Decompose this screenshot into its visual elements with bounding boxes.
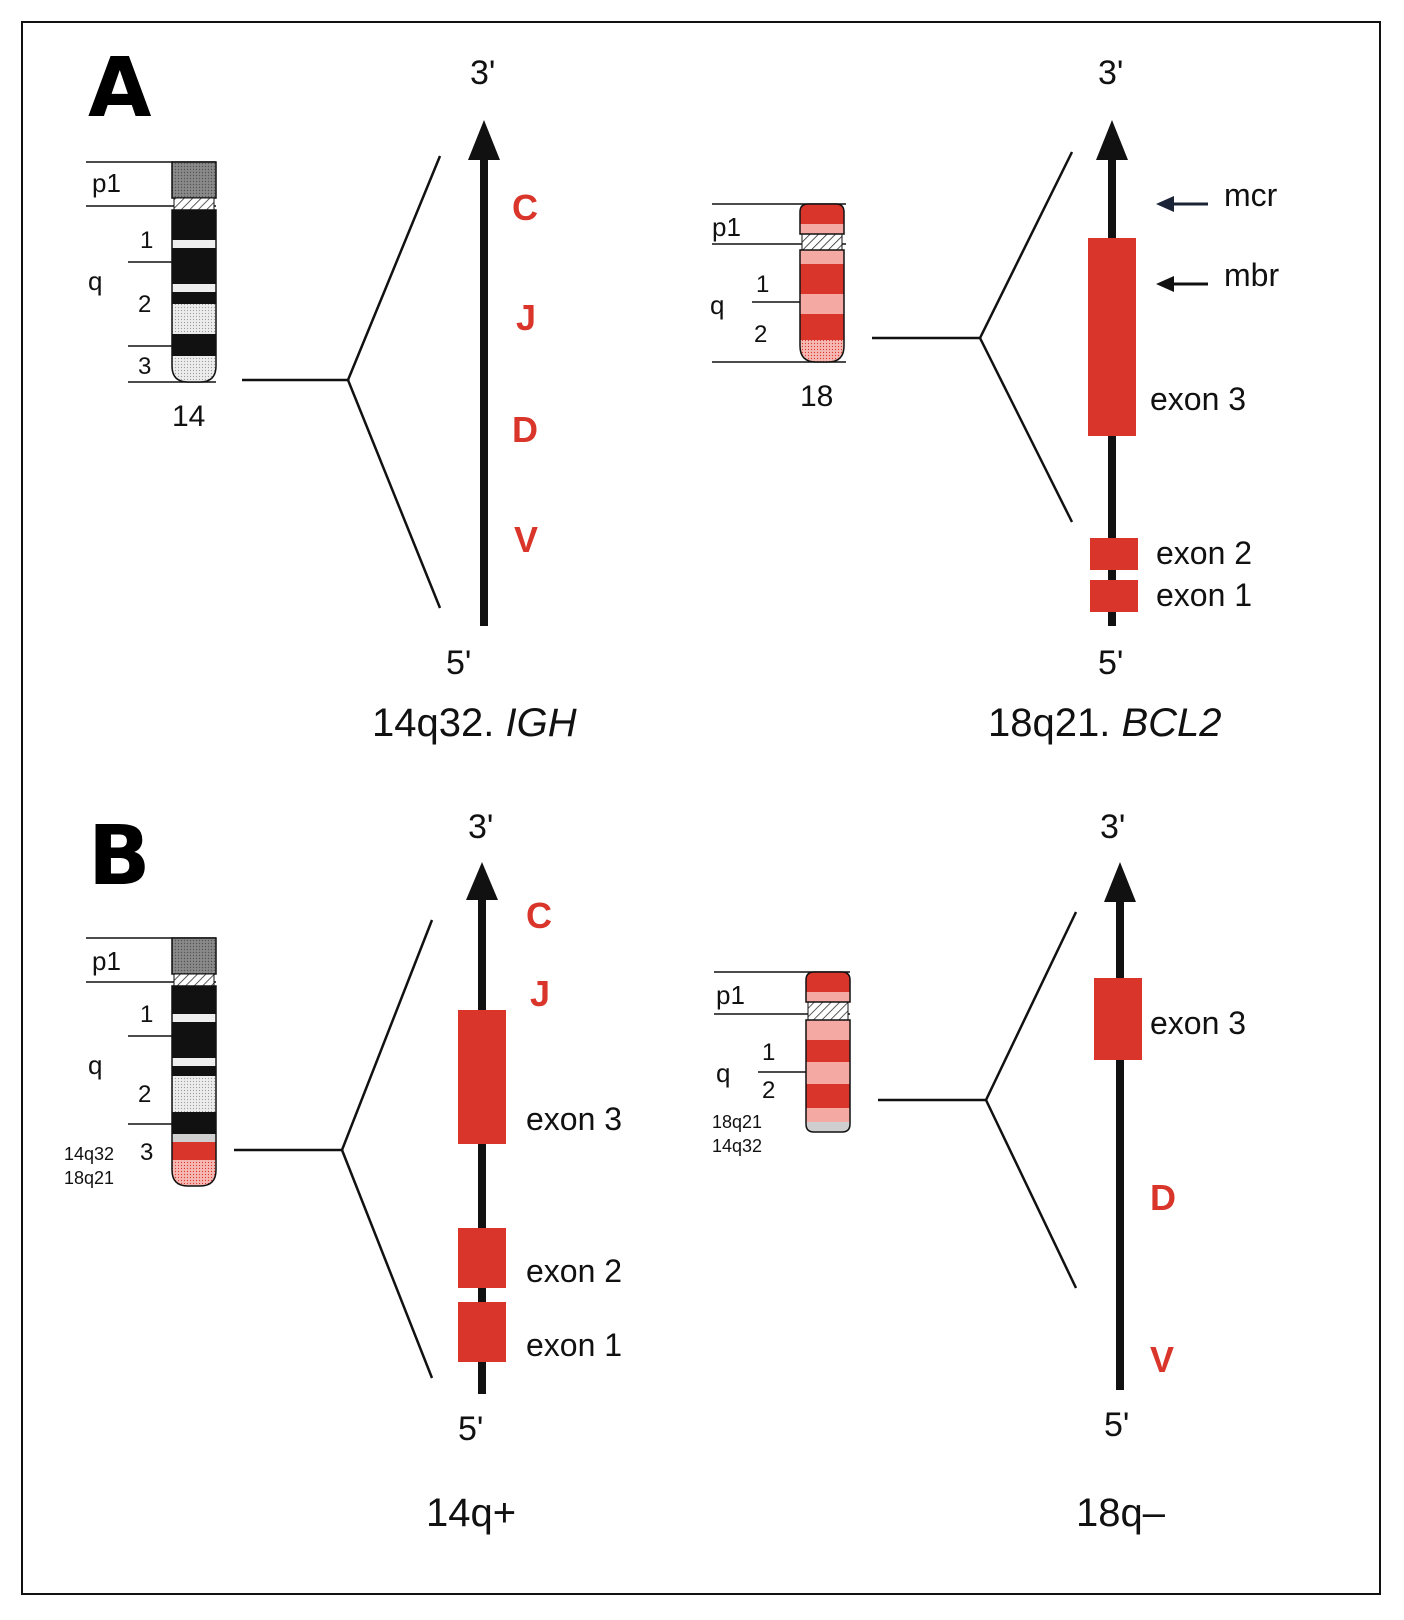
bcl2-3prime-label: 3' xyxy=(1098,54,1123,92)
der14-segment-c: C xyxy=(526,895,552,936)
der18-junction-14q32: 14q32 xyxy=(712,1136,762,1156)
chr18-number: 18 xyxy=(800,380,833,413)
der14-segment-j: J xyxy=(530,973,550,1014)
der14-exon-2-box xyxy=(458,1228,506,1288)
panel-b-letter: B xyxy=(88,809,151,904)
bcl2-axis-arrowhead xyxy=(1096,120,1128,160)
der14-band-1: 1 xyxy=(140,1001,153,1028)
der14-exon-3-box xyxy=(458,1010,506,1144)
chr14-band-1: 1 xyxy=(140,227,153,254)
chromosome-18 xyxy=(712,203,846,363)
der14-p1-label: p1 xyxy=(92,946,121,976)
zoom-lines-lower-14q xyxy=(340,1149,434,1379)
igh-segment-c: C xyxy=(512,187,538,228)
der18-p1-label: p1 xyxy=(716,980,745,1010)
der18-segment-v: V xyxy=(1150,1339,1174,1380)
caption-18q21-bcl2: 18q21. BCL2 xyxy=(988,701,1222,745)
zoom-lines-lower xyxy=(346,379,442,609)
caption-18q-minus: 18q– xyxy=(1076,1491,1166,1535)
der18-exon-3-label: exon 3 xyxy=(1150,1005,1246,1041)
igh-segment-j: J xyxy=(516,297,536,338)
der14-5prime-label: 5' xyxy=(458,1410,483,1448)
chr14-band-3: 3 xyxy=(138,353,151,380)
chr18-band-1: 1 xyxy=(756,271,769,298)
bcl2-5prime-label: 5' xyxy=(1098,644,1123,682)
igh-3prime-label: 3' xyxy=(470,54,495,92)
der14-exon-2-label: exon 2 xyxy=(526,1253,622,1289)
igh-segment-d: D xyxy=(512,409,538,450)
der18-q-label: q xyxy=(716,1058,730,1088)
figure-frame xyxy=(21,21,1381,1595)
mbr-arrow-icon xyxy=(1156,276,1208,292)
mbr-label: mbr xyxy=(1224,257,1279,293)
chr14-p1-label: p1 xyxy=(92,168,121,198)
bcl2-exon-2-label: exon 2 xyxy=(1156,535,1252,571)
chr18-p1-label: p1 xyxy=(712,212,741,242)
caption-14q-plus: 14q+ xyxy=(426,1491,516,1535)
panel-a-letter: A xyxy=(88,41,152,136)
igh-5prime-label: 5' xyxy=(446,644,471,682)
bcl2-exon-3-label: exon 3 xyxy=(1150,381,1246,417)
der18-exon-3-box xyxy=(1094,978,1142,1060)
zoom-lines-lower-18q xyxy=(984,1099,1078,1289)
der14-3prime-label: 3' xyxy=(468,808,493,846)
chr18-q-label: q xyxy=(710,290,724,320)
caption-14q32-igh: 14q32. IGH xyxy=(372,701,577,745)
der14-exon-1-box xyxy=(458,1302,506,1362)
der14-q-label: q xyxy=(88,1050,102,1080)
chromosome-14 xyxy=(86,161,217,383)
chr14-band-2: 2 xyxy=(138,291,151,318)
derivative-chromosome-14q-plus xyxy=(86,937,217,1187)
bcl2-exon-3-box xyxy=(1088,238,1136,436)
zoom-lines-upper-18q xyxy=(878,911,1078,1102)
der18-segment-d: D xyxy=(1150,1177,1176,1218)
der18-band-2: 2 xyxy=(762,1077,775,1104)
zoom-lines-upper-14q xyxy=(234,919,434,1152)
zoom-lines-upper xyxy=(242,155,442,382)
zoom-lines-lower-bcl2 xyxy=(978,337,1074,523)
mcr-arrow-icon xyxy=(1156,196,1208,212)
der14-exon-3-label: exon 3 xyxy=(526,1101,622,1137)
der14-exon-1-label: exon 1 xyxy=(526,1327,622,1363)
chr18-band-2: 2 xyxy=(754,321,767,348)
der14-junction-14q32: 14q32 xyxy=(64,1144,114,1164)
der14-band-3: 3 xyxy=(140,1139,153,1166)
der14-junction-18q21: 18q21 xyxy=(64,1168,114,1188)
bcl2-exon-1-label: exon 1 xyxy=(1156,577,1252,613)
zoom-lines-upper-bcl2 xyxy=(872,151,1074,340)
der18-3prime-label: 3' xyxy=(1100,808,1125,846)
mcr-label: mcr xyxy=(1224,177,1278,213)
der14-axis-arrowhead xyxy=(466,862,498,900)
bcl2-exon-2-box xyxy=(1090,538,1138,570)
igh-segment-v: V xyxy=(514,519,538,560)
chr14-number: 14 xyxy=(172,400,205,433)
der18-axis-arrowhead xyxy=(1104,862,1136,902)
der18-junction-18q21: 18q21 xyxy=(712,1112,762,1132)
der18-band-1: 1 xyxy=(762,1039,775,1066)
chr14-q-label: q xyxy=(88,266,102,296)
igh-axis-arrowhead xyxy=(468,120,500,160)
der18-5prime-label: 5' xyxy=(1104,1406,1129,1444)
der14-band-2: 2 xyxy=(138,1081,151,1108)
derivative-chromosome-18q-minus xyxy=(714,971,851,1133)
bcl2-exon-1-box xyxy=(1090,580,1138,612)
